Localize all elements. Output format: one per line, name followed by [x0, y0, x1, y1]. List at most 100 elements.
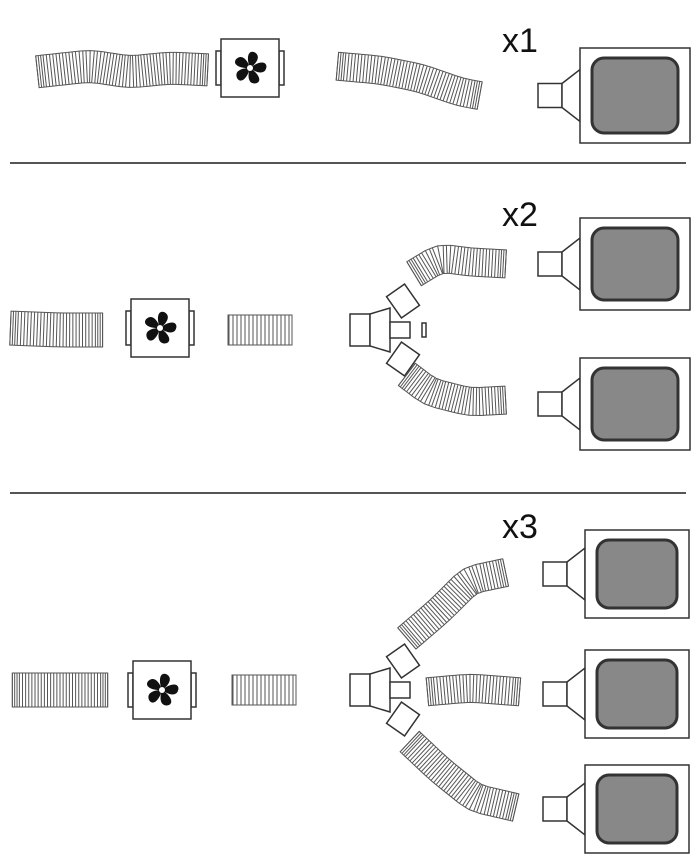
hose-outline	[11, 672, 109, 708]
hose-rib	[458, 780, 477, 804]
hose-rib	[421, 66, 431, 94]
hose-rib	[42, 312, 45, 347]
hose-rib	[65, 52, 70, 85]
hose-rib	[442, 245, 445, 274]
hose-rib	[184, 52, 187, 85]
hose-rib	[428, 677, 432, 706]
hose-rib	[405, 620, 425, 643]
hose-rib	[406, 369, 424, 393]
hose-rib	[431, 379, 442, 407]
hose-rib	[459, 571, 477, 595]
hose-rib	[443, 768, 462, 792]
hose-rib	[424, 250, 439, 276]
hose-rib	[445, 75, 456, 103]
hose-rib	[40, 55, 45, 88]
hose-rib	[358, 54, 363, 83]
hose-rib	[404, 735, 425, 757]
hose-rib	[415, 64, 425, 92]
hose-rib	[490, 249, 494, 278]
hose-rib	[395, 59, 402, 88]
hose-rib	[32, 311, 36, 347]
hose-rib	[494, 249, 497, 278]
hose-rib	[443, 585, 465, 607]
hose-rib	[462, 674, 465, 703]
hose-rib	[485, 562, 493, 590]
splitter-body	[369, 666, 391, 714]
hose-rib	[436, 676, 440, 705]
outlet-adapter-cone	[561, 236, 581, 292]
outlet-adapter-cone	[561, 67, 581, 124]
splitter-inlet	[349, 313, 371, 347]
hose-rib	[430, 758, 450, 781]
hose-rib	[45, 54, 51, 87]
hose	[9, 310, 104, 348]
outlet-adapter	[542, 561, 568, 587]
hose-rib	[445, 245, 448, 274]
hose-rib	[478, 248, 481, 277]
splitter	[349, 282, 427, 378]
hose-rib	[479, 563, 487, 592]
hose-rib	[475, 564, 484, 592]
hose-rib	[423, 752, 443, 775]
hose-rib	[505, 792, 513, 820]
hose-rib	[407, 738, 428, 760]
hose-rib	[454, 246, 460, 275]
hose	[11, 672, 109, 708]
fan-unit	[215, 38, 285, 98]
hose-rib	[383, 57, 389, 86]
hose-rib	[438, 381, 447, 409]
hose-rib	[85, 50, 88, 83]
hose-rib	[439, 676, 443, 705]
hose	[399, 730, 520, 822]
hose-rib	[476, 785, 487, 813]
hose-rib	[421, 252, 437, 278]
hose-rib	[481, 248, 484, 277]
hose-rib	[196, 53, 199, 86]
outlet-adapter-cone	[566, 666, 586, 722]
hose-rib	[495, 789, 504, 818]
hose	[335, 51, 483, 110]
hose-rib	[468, 247, 472, 276]
hose-rib	[413, 63, 421, 92]
hose-rib	[401, 61, 408, 89]
hose-rib	[459, 78, 467, 107]
outlet-screen	[590, 56, 680, 135]
hose-rib	[52, 312, 55, 347]
hose-rib	[49, 312, 52, 347]
hose-rib	[448, 772, 467, 796]
outlet-screen	[590, 366, 680, 442]
hose-outline	[397, 558, 510, 650]
hose-rib	[442, 74, 453, 102]
splitter-branch	[385, 642, 421, 680]
hose-rib	[149, 53, 154, 86]
fan-unit	[127, 660, 197, 720]
hose-rib	[490, 386, 494, 415]
hose-rib	[355, 54, 360, 82]
fan-icon	[147, 673, 179, 706]
fan-blade	[148, 689, 162, 703]
hose-rib	[403, 367, 422, 391]
hose-rib	[460, 386, 467, 415]
hose-rib	[500, 676, 505, 705]
hose-rib	[137, 55, 141, 88]
hose-rib	[488, 561, 496, 590]
hose-rib	[403, 622, 422, 645]
hose-rib	[481, 675, 485, 703]
hose-outline	[397, 362, 507, 416]
hose-rib	[494, 386, 497, 415]
hose-rib	[430, 70, 441, 97]
hose-rib	[474, 81, 481, 110]
hose-rib	[68, 52, 73, 85]
hose-rib	[429, 599, 450, 621]
hose-rib	[507, 792, 515, 821]
hose-rib	[428, 757, 448, 779]
hose-rib	[462, 781, 479, 806]
hose-rib	[129, 55, 131, 88]
outlet-adapter	[542, 681, 568, 707]
hose-rib	[409, 740, 430, 762]
hose-rib	[427, 601, 448, 623]
hose-rib	[131, 55, 135, 88]
hose-rib	[425, 603, 445, 626]
hose	[227, 314, 293, 346]
hose-rib	[491, 560, 499, 589]
